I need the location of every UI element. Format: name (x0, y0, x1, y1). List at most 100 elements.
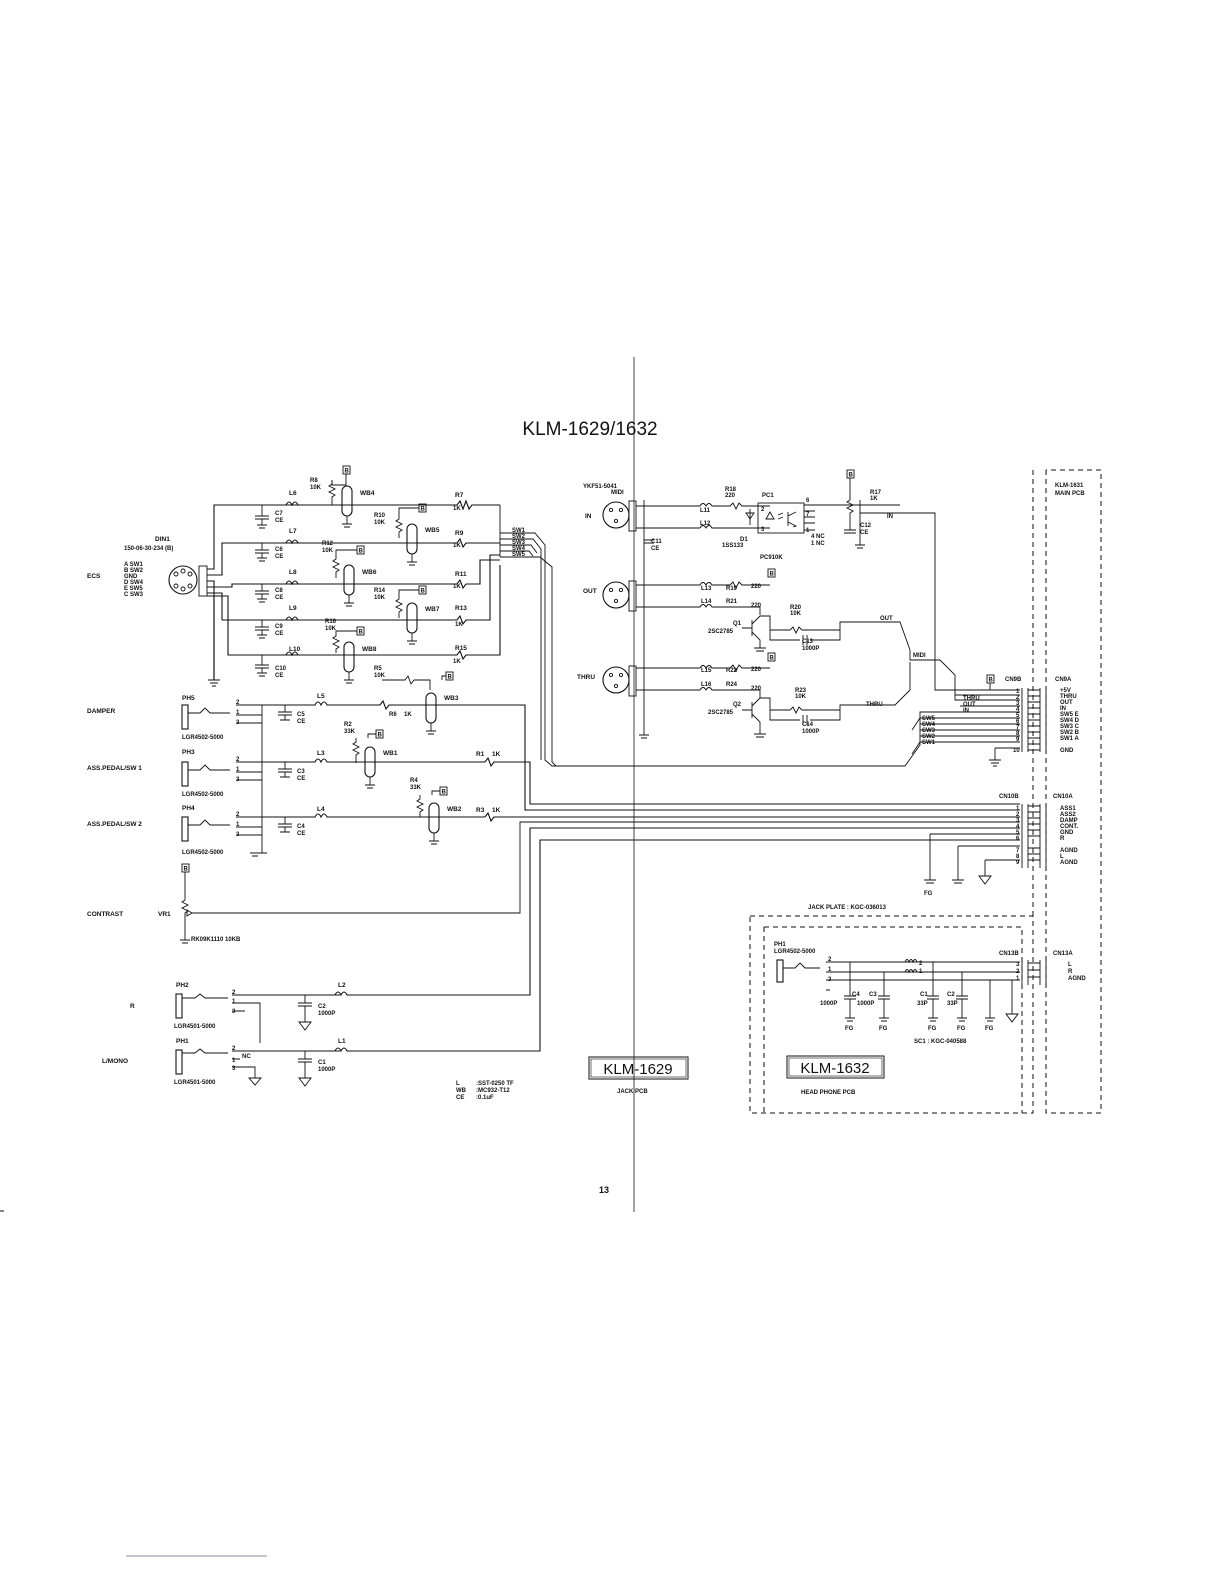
lmono-label: L/MONO (102, 1058, 128, 1065)
r7-label: R7 (455, 492, 464, 499)
r10-label: R10 (374, 513, 386, 519)
main-pcb-caption: MAIN PCB (1055, 491, 1085, 497)
r17-label: R17 (870, 490, 882, 496)
svg-text:AGND: AGND (1060, 848, 1078, 854)
ph4-part: LGR4502-5000 (182, 850, 224, 856)
svg-text:DAMP: DAMP (1060, 818, 1078, 824)
svg-text:4: 4 (1016, 707, 1020, 713)
svg-text:CONT.: CONT. (1060, 824, 1078, 830)
parts-legend: L :SST-0250 TF WB :MC932-T12 CE :0.1uF (456, 1081, 514, 1101)
svg-text:THRU: THRU (1060, 694, 1077, 700)
svg-text:1000P: 1000P (318, 1011, 335, 1017)
ecs-pin-a: A SW1 (124, 562, 143, 568)
r9-label: R9 (455, 530, 464, 537)
midi-out-label: OUT (583, 588, 597, 595)
wb7-label: WB7 (425, 606, 440, 613)
svg-text:ASS1: ASS1 (1060, 806, 1076, 812)
svg-text:SW5 E: SW5 E (1060, 712, 1079, 718)
midi-thru-port-icon (602, 666, 630, 694)
r14-label: R14 (374, 588, 386, 594)
wb4-label: WB4 (360, 490, 375, 497)
svg-text:B: B (849, 473, 854, 479)
line-out-section: R PH2 213 LGR4501-5000 C2 1000P L2 L/MON… (102, 827, 1020, 1087)
main-pcb-frame: KLM-1631 MAIN PCB (1032, 469, 1102, 1114)
svg-text:220: 220 (725, 493, 736, 499)
svg-text:5: 5 (1016, 830, 1020, 836)
hp-c2-label: C2 (947, 992, 955, 998)
svg-text:1: 1 (232, 999, 236, 1005)
svg-text:6: 6 (1016, 836, 1020, 842)
cn10-pins: 1 2 3 4 5 6 7 8 9 (1016, 806, 1020, 866)
svg-text:IN: IN (1060, 706, 1066, 712)
cn13a-label: CN13A (1053, 951, 1073, 957)
r19-label: R19 (726, 586, 738, 592)
d1-part: 1SS133 (722, 543, 744, 549)
pc1-label: PC1 (762, 493, 774, 499)
svg-text:2: 2 (1016, 969, 1020, 975)
ph4-label: PH4 (182, 805, 195, 812)
vr1-part: RK09K1110 10KB (191, 937, 241, 943)
svg-text:B: B (345, 469, 350, 475)
svg-text:10K: 10K (790, 611, 802, 617)
svg-text:2: 2 (1016, 812, 1020, 818)
svg-text:1K: 1K (453, 584, 461, 590)
svg-text:GND: GND (1060, 748, 1074, 754)
svg-text:2: 2 (232, 1046, 236, 1052)
damper-jack-icon (181, 704, 189, 730)
svg-text:2: 2 (1016, 695, 1020, 701)
ecs-pin-b: B SW2 (124, 568, 144, 574)
r13-label: R13 (455, 605, 467, 612)
l7-label: L7 (289, 528, 297, 535)
sc1-label: SC1 : KGC-040588 (914, 1039, 967, 1045)
q2-transistor-icon (742, 697, 766, 738)
svg-text:KLM-1629: KLM-1629 (603, 1061, 672, 1078)
svg-text:1: 1 (236, 710, 240, 716)
pc1-photocoupler-icon (757, 502, 805, 534)
ph2-label: PH2 (176, 982, 189, 989)
svg-text:FG: FG (928, 1026, 937, 1032)
r5-label: R5 (374, 666, 382, 672)
svg-text:2: 2 (236, 812, 240, 818)
svg-text:1K: 1K (455, 622, 463, 628)
svg-text:7: 7 (1016, 848, 1020, 854)
svg-text:3: 3 (236, 832, 240, 838)
r16-label: R16 (325, 619, 337, 625)
pc1-nc-label: NC (816, 534, 825, 540)
q2-part: 2SC2785 (708, 710, 734, 716)
svg-text:CE: CE (456, 1095, 464, 1101)
svg-text:AGND: AGND (1060, 860, 1078, 866)
svg-text:CE: CE (275, 595, 283, 601)
svg-text:220: 220 (751, 686, 762, 692)
l15-label: L15 (701, 668, 712, 674)
contrast-section: CONTRAST VR1 B RK09K1110 10KB (87, 821, 1020, 944)
wb5-ferrite-icon (406, 523, 418, 555)
svg-text:B: B (378, 733, 383, 739)
cn9b-thru: THRU (963, 696, 980, 702)
damper-label: DAMPER (87, 708, 115, 715)
svg-text:10K: 10K (374, 595, 386, 601)
cn13-pins: 3 2 1 (1016, 962, 1020, 982)
svg-text:CE: CE (275, 673, 283, 679)
svg-text:AGND: AGND (1068, 976, 1086, 982)
midi-section: YKF51-5041 MIDI IN OUT THRU C11 CE L11 L… (577, 469, 1020, 739)
hp-c1-label: C1 (920, 992, 928, 998)
svg-text:4: 4 (1016, 824, 1020, 830)
ph1-label: PH1 (176, 1038, 189, 1045)
r15-label: R15 (455, 645, 467, 652)
din1-connector-icon (168, 565, 198, 595)
svg-text:10K: 10K (374, 520, 386, 526)
l13-label: L13 (701, 586, 712, 592)
svg-text:B: B (184, 867, 189, 873)
hp-ph1-label: PH1 (774, 942, 786, 948)
wb3-ferrite-icon (425, 692, 437, 724)
din1-part: 150-06-30-234 (B) (124, 546, 173, 552)
svg-text:SW4 D: SW4 D (1060, 718, 1080, 724)
l3-label: L3 (317, 750, 325, 757)
q1-transistor-icon (742, 615, 766, 652)
c2-label: C2 (318, 1004, 326, 1010)
r-out-label: R (130, 1003, 135, 1010)
klm1632-board-label: KLM-1632 (800, 1060, 869, 1077)
l5-label: L5 (317, 693, 325, 700)
hp-c4-label: C4 (852, 992, 860, 998)
svg-text:+5V: +5V (1060, 688, 1071, 694)
